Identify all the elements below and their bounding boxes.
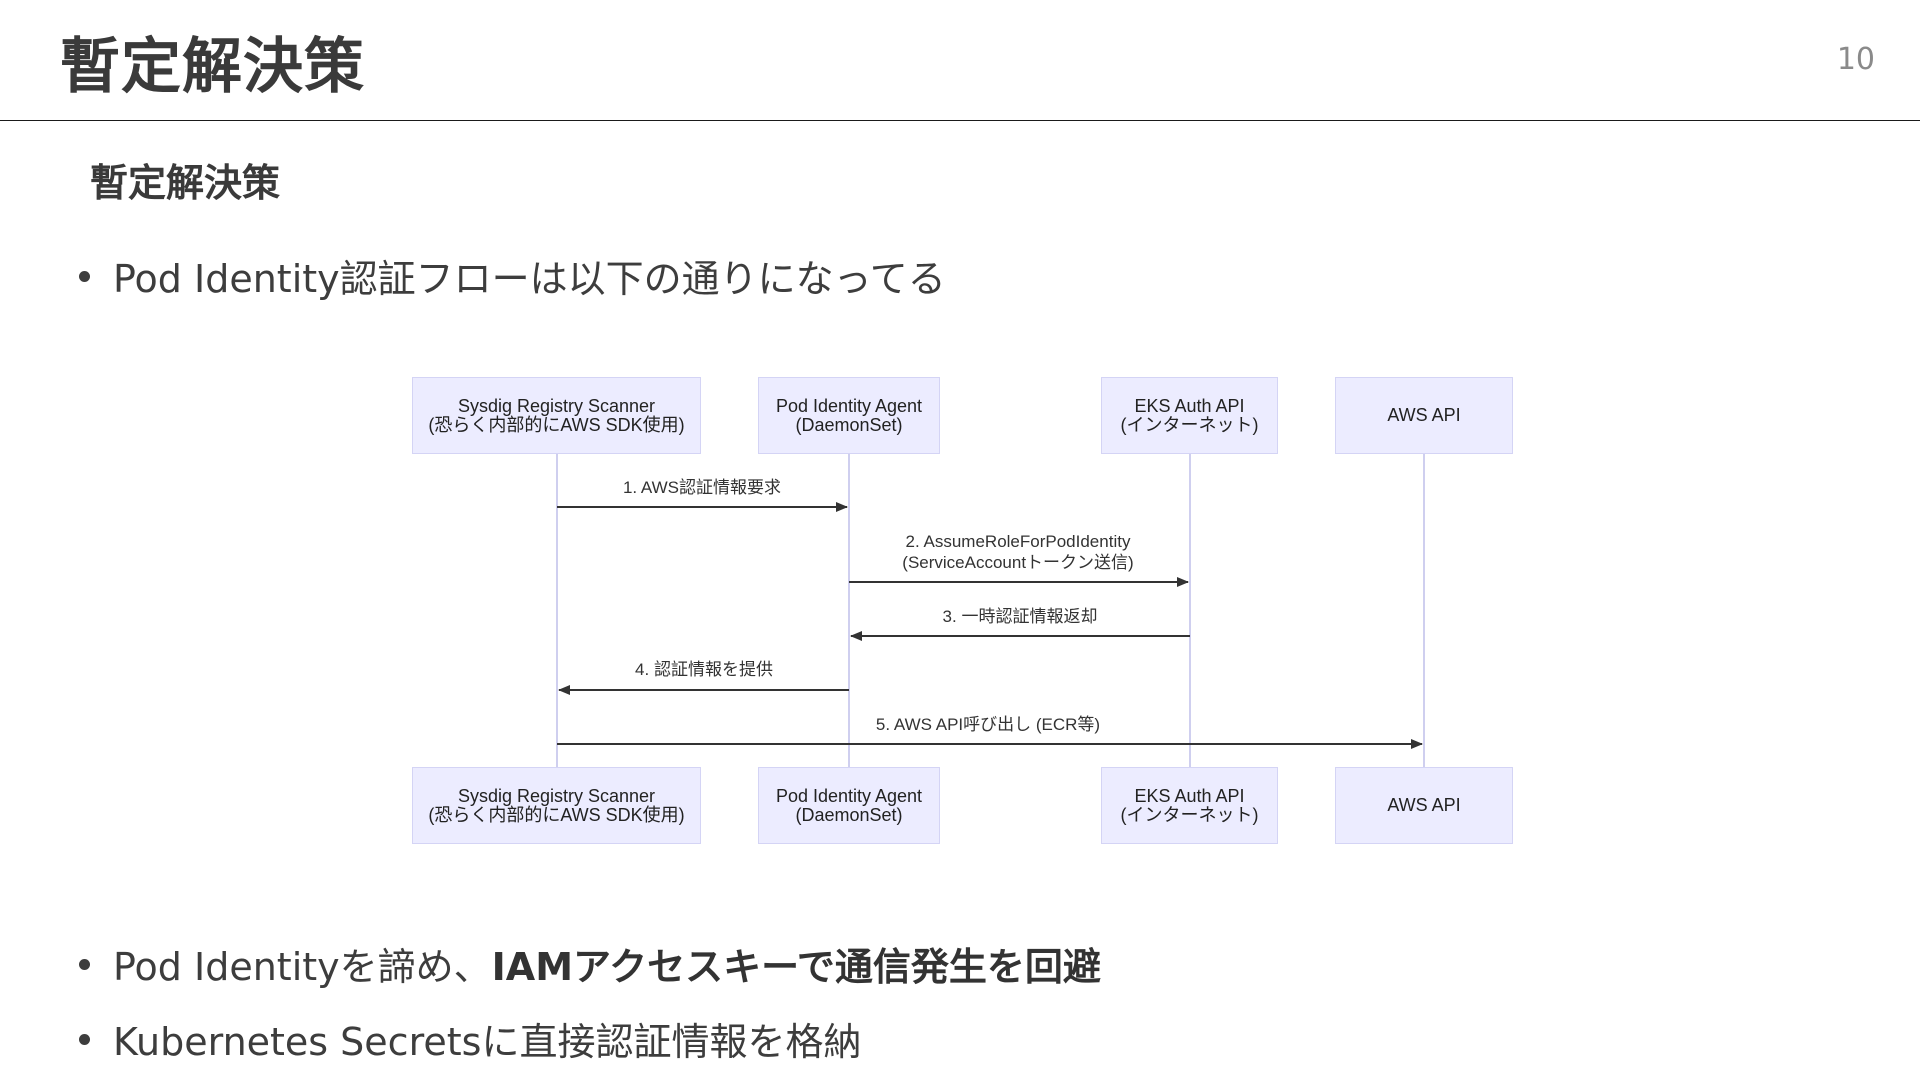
message-text: 3. 一時認証情報返却 xyxy=(942,607,1098,626)
participant-box-aws-api: AWS API xyxy=(1335,377,1513,454)
message-label-2: 2. AssumeRoleForPodIdentity (ServiceAcco… xyxy=(902,531,1133,573)
participant-box-aws-api-bottom: AWS API xyxy=(1335,767,1513,844)
participant-label: AWS API xyxy=(1387,795,1461,815)
participant-label: AWS API xyxy=(1387,405,1461,425)
participant-sublabel: (恐らく内部的にAWS SDK使用) xyxy=(428,804,685,825)
participant-sublabel: (DaemonSet) xyxy=(795,414,903,435)
page-number: 10 xyxy=(1836,42,1875,77)
participant-label: Sysdig Registry Scanner xyxy=(457,395,656,416)
bottom-bullet-list: Pod Identityを諦め、IAMアクセスキーで通信発生を回避 Kubern… xyxy=(75,936,1101,1086)
message-label-4: 4. 認証情報を提供 xyxy=(635,659,773,680)
participant-sublabel: (インターネット) xyxy=(1120,804,1259,825)
participant-sublabel: (インターネット) xyxy=(1120,414,1259,435)
participant-label: Pod Identity Agent xyxy=(775,395,923,416)
bullet-text: Kubernetes Secretsに直接認証情報を格納 xyxy=(113,1020,862,1064)
bullet-text: Pod Identity認証フローは以下の通りになってる xyxy=(113,257,946,301)
bullet-item: Pod Identityを諦め、IAMアクセスキーで通信発生を回避 xyxy=(75,936,1101,991)
participant-box-scanner-bottom: Sysdig Registry Scanner (恐らく内部的にAWS SDK使… xyxy=(412,767,701,844)
message-text: 1. AWS認証情報要求 xyxy=(622,478,782,497)
top-bullet-list: Pod Identity認証フローは以下の通りになってる xyxy=(75,248,946,303)
participant-box-agent-bottom: Pod Identity Agent (DaemonSet) xyxy=(758,767,940,844)
message-text: 4. 認証情報を提供 xyxy=(635,660,773,679)
bullet-text: Pod Identityを諦め、 xyxy=(113,945,492,989)
message-text: 5. AWS API呼び出し (ECR等) xyxy=(875,715,1101,734)
slide-title: 暫定解決策 xyxy=(60,32,365,102)
participant-label: Pod Identity Agent xyxy=(775,785,923,806)
participant-box-eks-auth-bottom: EKS Auth API (インターネット) xyxy=(1101,767,1278,844)
participant-sublabel: (恐らく内部的にAWS SDK使用) xyxy=(428,414,685,435)
participant-box-scanner: Sysdig Registry Scanner (恐らく内部的にAWS SDK使… xyxy=(412,377,701,454)
participant-label: Sysdig Registry Scanner xyxy=(457,785,656,806)
participant-label: EKS Auth API xyxy=(1134,785,1245,806)
message-label-1: 1. AWS認証情報要求 xyxy=(623,477,781,498)
section-heading: 暫定解決策 xyxy=(90,161,281,205)
message-label-5: 5. AWS API呼び出し (ECR等) xyxy=(876,714,1100,735)
bullet-item: Pod Identity認証フローは以下の通りになってる xyxy=(75,248,946,303)
message-text: 2. AssumeRoleForPodIdentity xyxy=(905,532,1131,551)
slide-header: 暫定解決策 10 xyxy=(0,0,1920,121)
bullet-item: Kubernetes Secretsに直接認証情報を格納 xyxy=(75,1011,1101,1066)
message-label-3: 3. 一時認証情報返却 xyxy=(943,606,1098,627)
message-subtext: (ServiceAccountトークン送信) xyxy=(902,553,1134,572)
participant-box-agent: Pod Identity Agent (DaemonSet) xyxy=(758,377,940,454)
participant-sublabel: (DaemonSet) xyxy=(795,804,903,825)
bullet-emphasis: IAMアクセスキーで通信発生を回避 xyxy=(491,945,1101,989)
participant-label: EKS Auth API xyxy=(1134,395,1245,416)
participant-box-eks-auth: EKS Auth API (インターネット) xyxy=(1101,377,1278,454)
